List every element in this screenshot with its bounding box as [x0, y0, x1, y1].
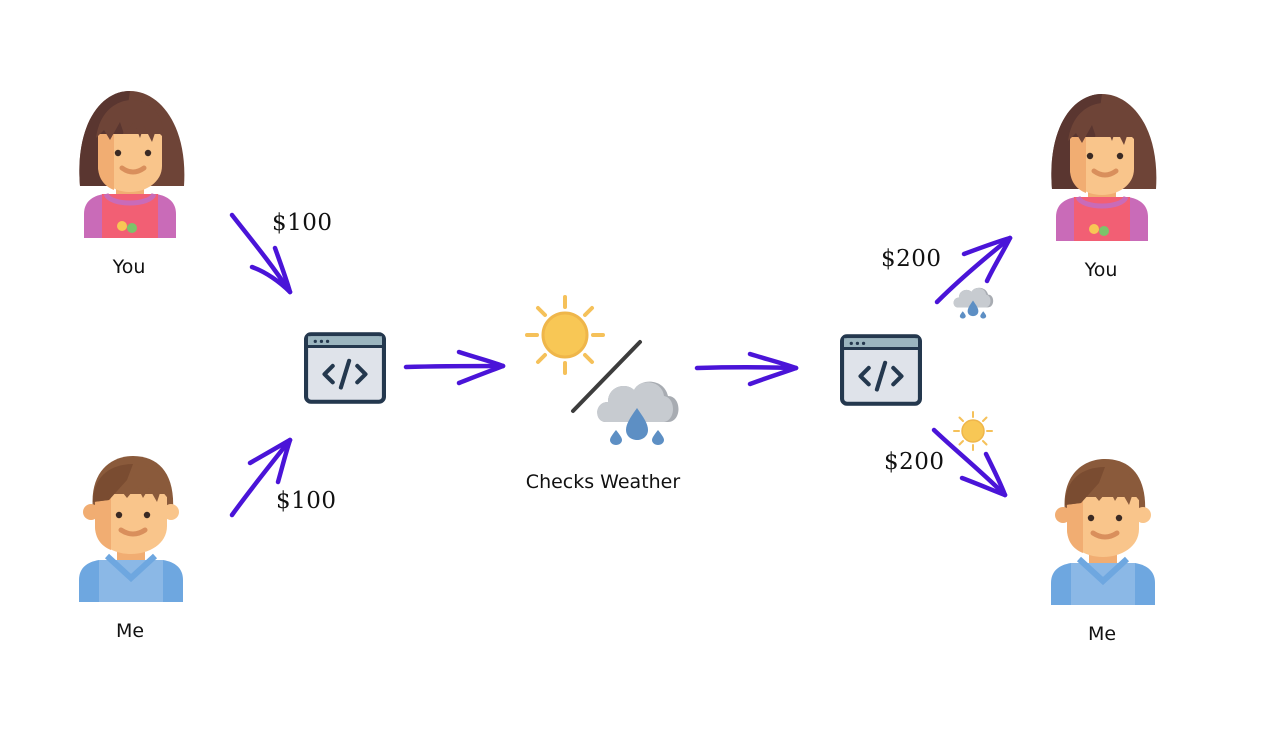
- contract-input-node: [304, 332, 386, 404]
- oracle-node: [520, 292, 690, 452]
- me-payout-amount: $200: [884, 449, 945, 475]
- left-me-label: Me: [115, 620, 145, 642]
- sun-icon: [953, 411, 993, 451]
- right-you-node: [1042, 89, 1162, 249]
- arrow-me-to-contract: [229, 437, 293, 518]
- contract-output-node: [840, 334, 922, 406]
- code-window-icon: [840, 334, 922, 406]
- arrow-contract-to-me: [931, 427, 1008, 498]
- left-you-label: You: [112, 256, 146, 278]
- rain-cloud-icon: [951, 283, 995, 320]
- arrow-you-to-contract: [229, 212, 293, 295]
- me-deposit-amount: $100: [276, 488, 337, 514]
- arrow-oracle-to-contract: [694, 351, 799, 387]
- boy-avatar-icon: [1043, 453, 1163, 613]
- you-payout-amount: $200: [881, 246, 942, 272]
- rain-cloud-icon: [592, 372, 682, 448]
- right-me-node: [1043, 453, 1163, 613]
- right-me-label: Me: [1087, 623, 1117, 645]
- arrow-contract-to-you: [934, 235, 1013, 305]
- oracle-label: Checks Weather: [525, 471, 681, 493]
- right-you-label: You: [1084, 259, 1118, 281]
- girl-avatar-icon: [1042, 89, 1162, 249]
- code-window-icon: [304, 332, 386, 404]
- you-deposit-amount: $100: [272, 210, 333, 236]
- slash-divider: [571, 340, 642, 413]
- arrow-contract-to-oracle: [403, 349, 506, 386]
